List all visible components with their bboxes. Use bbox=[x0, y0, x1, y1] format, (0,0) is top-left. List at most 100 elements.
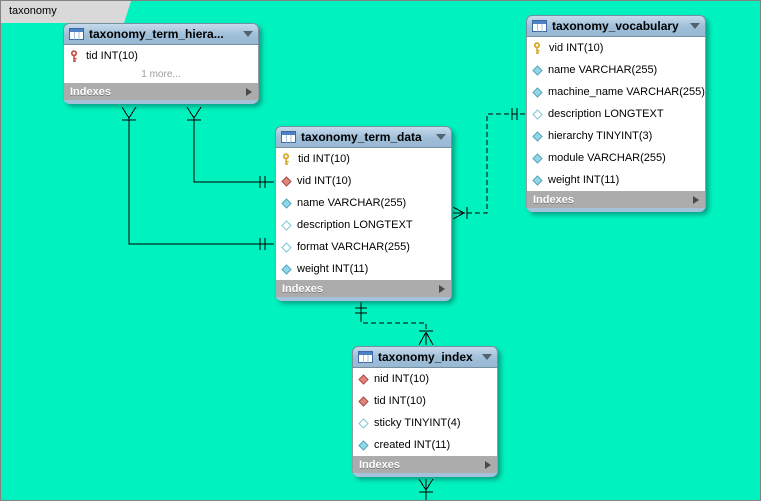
table-icon bbox=[532, 20, 547, 32]
indexes-footer[interactable]: Indexes bbox=[275, 280, 452, 297]
nullable-icon bbox=[281, 241, 292, 253]
column-row[interactable]: format VARCHAR(255) bbox=[276, 236, 451, 258]
diagram-tab-label: taxonomy bbox=[9, 5, 57, 17]
column-row[interactable]: nid INT(10) bbox=[353, 368, 497, 390]
relationship-line[interactable] bbox=[360, 317, 427, 331]
column-label: vid INT(10) bbox=[549, 42, 604, 54]
nullable-icon bbox=[532, 108, 543, 120]
more-columns-label[interactable]: 1 more... bbox=[141, 69, 181, 80]
collapse-arrow-icon[interactable] bbox=[436, 134, 446, 140]
indexes-footer[interactable]: Indexes bbox=[63, 83, 259, 100]
column-row[interactable]: vid INT(10) bbox=[527, 37, 705, 59]
table-title: taxonomy_term_data bbox=[301, 130, 422, 144]
column-row[interactable]: weight INT(11) bbox=[527, 169, 705, 191]
nullable-icon bbox=[358, 417, 369, 429]
column-label: tid INT(10) bbox=[86, 50, 138, 62]
column-row[interactable]: machine_name VARCHAR(255) bbox=[527, 81, 705, 103]
column-label: vid INT(10) bbox=[297, 175, 352, 187]
column-label: description LONGTEXT bbox=[297, 219, 413, 231]
column-row[interactable]: weight INT(11) bbox=[276, 258, 451, 280]
not-null-icon bbox=[281, 263, 292, 275]
nullable-icon bbox=[281, 219, 292, 231]
relationship-term-hierarchy-to-term-data-1[interactable] bbox=[121, 106, 274, 250]
column-row[interactable]: description LONGTEXT bbox=[276, 214, 451, 236]
column-row[interactable]: tid INT(10) bbox=[353, 390, 497, 412]
column-row[interactable]: module VARCHAR(255) bbox=[527, 147, 705, 169]
column-label: sticky TINYINT(4) bbox=[374, 417, 461, 429]
column-label: created INT(11) bbox=[374, 439, 451, 451]
column-row[interactable]: created INT(11) bbox=[353, 434, 497, 456]
table-columns: nid INT(10) tid INT(10) sticky TINYINT(4) c… bbox=[352, 368, 498, 456]
table-header[interactable]: taxonomy_term_data bbox=[275, 126, 452, 148]
column-label: name VARCHAR(255) bbox=[548, 64, 658, 76]
column-row[interactable]: tid INT(10) bbox=[276, 148, 451, 170]
column-label: machine_name VARCHAR(255) bbox=[548, 86, 705, 98]
foreign-key-icon bbox=[358, 373, 369, 385]
relationship-vocabulary-to-term-data[interactable] bbox=[452, 108, 525, 220]
table-title: taxonomy_index bbox=[378, 350, 473, 364]
column-row[interactable]: name VARCHAR(255) bbox=[276, 192, 451, 214]
table-title: taxonomy_term_hiera... bbox=[89, 27, 224, 41]
primary-foreign-key-icon bbox=[69, 49, 81, 63]
column-row[interactable]: sticky TINYINT(4) bbox=[353, 412, 497, 434]
table-taxonomy_term_hierarchy[interactable]: taxonomy_term_hiera...tid INT(10)1 more.… bbox=[63, 23, 259, 104]
column-label: tid INT(10) bbox=[374, 395, 426, 407]
column-label: format VARCHAR(255) bbox=[297, 241, 410, 253]
relationship-line[interactable] bbox=[193, 117, 274, 183]
expand-indexes-icon[interactable] bbox=[693, 195, 699, 204]
column-row[interactable]: tid INT(10) bbox=[64, 45, 258, 67]
collapse-arrow-icon[interactable] bbox=[243, 31, 253, 37]
table-header[interactable]: taxonomy_index bbox=[352, 346, 498, 368]
diagram-tab[interactable]: taxonomy bbox=[1, 1, 131, 23]
column-label: name VARCHAR(255) bbox=[297, 197, 407, 209]
column-label: module VARCHAR(255) bbox=[548, 152, 666, 164]
table-header[interactable]: taxonomy_vocabulary bbox=[526, 15, 706, 37]
column-row[interactable]: name VARCHAR(255) bbox=[527, 59, 705, 81]
table-title: taxonomy_vocabulary bbox=[552, 19, 679, 33]
not-null-icon bbox=[532, 152, 543, 164]
expand-indexes-icon[interactable] bbox=[439, 284, 445, 293]
table-icon bbox=[281, 131, 296, 143]
table-icon bbox=[69, 28, 84, 40]
column-label: hierarchy TINYINT(3) bbox=[548, 130, 653, 142]
column-label: tid INT(10) bbox=[298, 153, 350, 165]
primary-key-icon bbox=[532, 41, 544, 55]
indexes-label: Indexes bbox=[282, 282, 323, 295]
relationship-line[interactable] bbox=[467, 113, 525, 214]
expand-indexes-icon[interactable] bbox=[246, 87, 252, 96]
collapse-arrow-icon[interactable] bbox=[690, 23, 700, 29]
cardinality-markers bbox=[355, 307, 434, 346]
cardinality-markers bbox=[418, 478, 434, 493]
column-label: weight INT(11) bbox=[548, 174, 620, 186]
not-null-icon bbox=[532, 130, 543, 142]
foreign-key-icon bbox=[281, 175, 292, 187]
indexes-footer[interactable]: Indexes bbox=[352, 456, 498, 473]
relationship-term-hierarchy-to-term-data-2[interactable] bbox=[186, 106, 274, 188]
not-null-icon bbox=[532, 174, 543, 186]
table-columns: tid INT(10)1 more... bbox=[63, 45, 259, 83]
table-columns: vid INT(10) name VARCHAR(255) machine_name… bbox=[526, 37, 706, 191]
indexes-footer[interactable]: Indexes bbox=[526, 191, 706, 208]
table-icon bbox=[358, 351, 373, 363]
relationship-index-to-offscreen-table[interactable] bbox=[418, 478, 434, 501]
not-null-icon bbox=[358, 439, 369, 451]
column-row[interactable]: vid INT(10) bbox=[276, 170, 451, 192]
column-row[interactable]: hierarchy TINYINT(3) bbox=[527, 125, 705, 147]
indexes-label: Indexes bbox=[533, 193, 574, 206]
relationship-line[interactable] bbox=[128, 117, 274, 245]
foreign-key-icon bbox=[358, 395, 369, 407]
column-label: nid INT(10) bbox=[374, 373, 430, 385]
table-columns: tid INT(10) vid INT(10) name VARCHAR(255) d… bbox=[275, 148, 452, 280]
not-null-icon bbox=[532, 64, 543, 76]
relationship-term-data-to-index[interactable] bbox=[355, 302, 434, 346]
column-row[interactable]: description LONGTEXT bbox=[527, 103, 705, 125]
table-header[interactable]: taxonomy_term_hiera... bbox=[63, 23, 259, 45]
collapse-arrow-icon[interactable] bbox=[482, 354, 492, 360]
column-label: description LONGTEXT bbox=[548, 108, 664, 120]
not-null-icon bbox=[281, 197, 292, 209]
expand-indexes-icon[interactable] bbox=[485, 460, 491, 469]
